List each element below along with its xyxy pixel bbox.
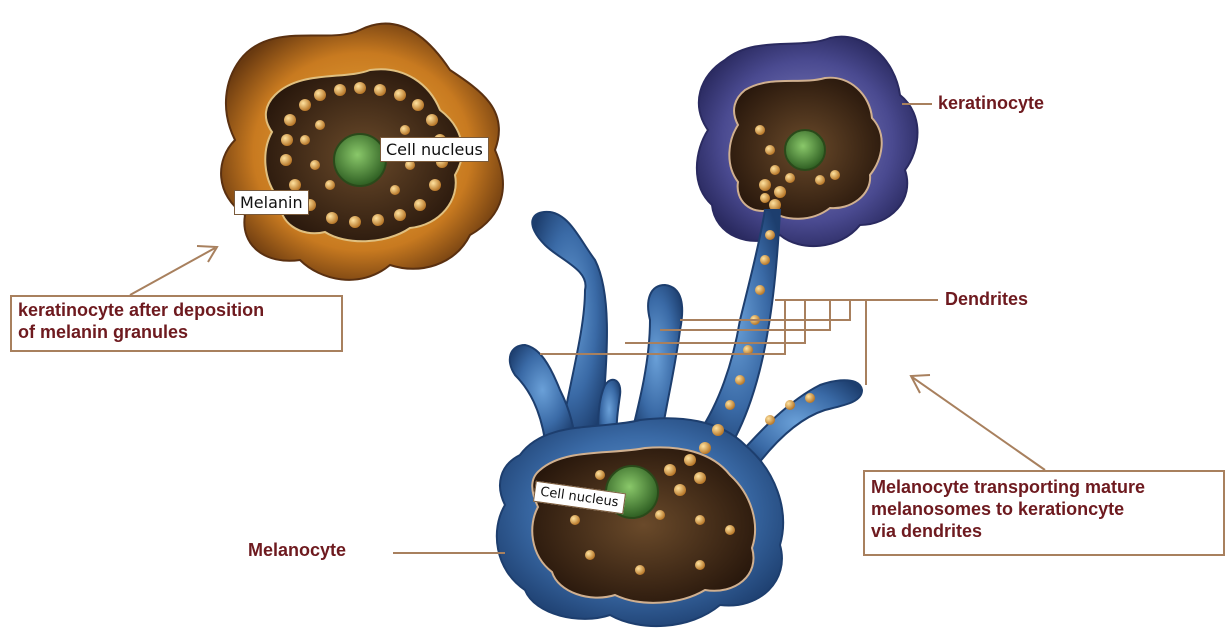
keratinocyte-after-deposition-caption: keratinocyte after deposition of melanin… [10,295,343,352]
keratinocyte-label: keratinocyte [938,93,1044,114]
transport-line-3: via dendrites [871,520,1217,542]
cell-nucleus-top-label: Cell nucleus [386,140,483,159]
melanocyte-cell [497,210,862,626]
melanocyte-transport-caption: Melanocyte transporting mature melanosom… [863,470,1225,556]
transport-line-1: Melanocyte transporting mature [871,476,1217,498]
caption-line-2: of melanin granules [18,321,335,343]
melanin-label: Melanin [240,193,303,212]
nucleus-right [785,130,825,170]
melanin-tag: Melanin [234,190,309,215]
arrow-transport-line [912,377,1045,470]
transport-line-2: melanosomes to kerationcyte [871,498,1217,520]
melanocyte-label: Melanocyte [248,540,346,561]
dendrites-label: Dendrites [945,289,1028,310]
arrow-top-left-line [130,248,215,295]
keratinocyte-right-cell [697,37,918,246]
nucleus-left [334,134,386,186]
cell-nucleus-top-tag: Cell nucleus [380,137,489,162]
caption-line-1: keratinocyte after deposition [18,299,335,321]
